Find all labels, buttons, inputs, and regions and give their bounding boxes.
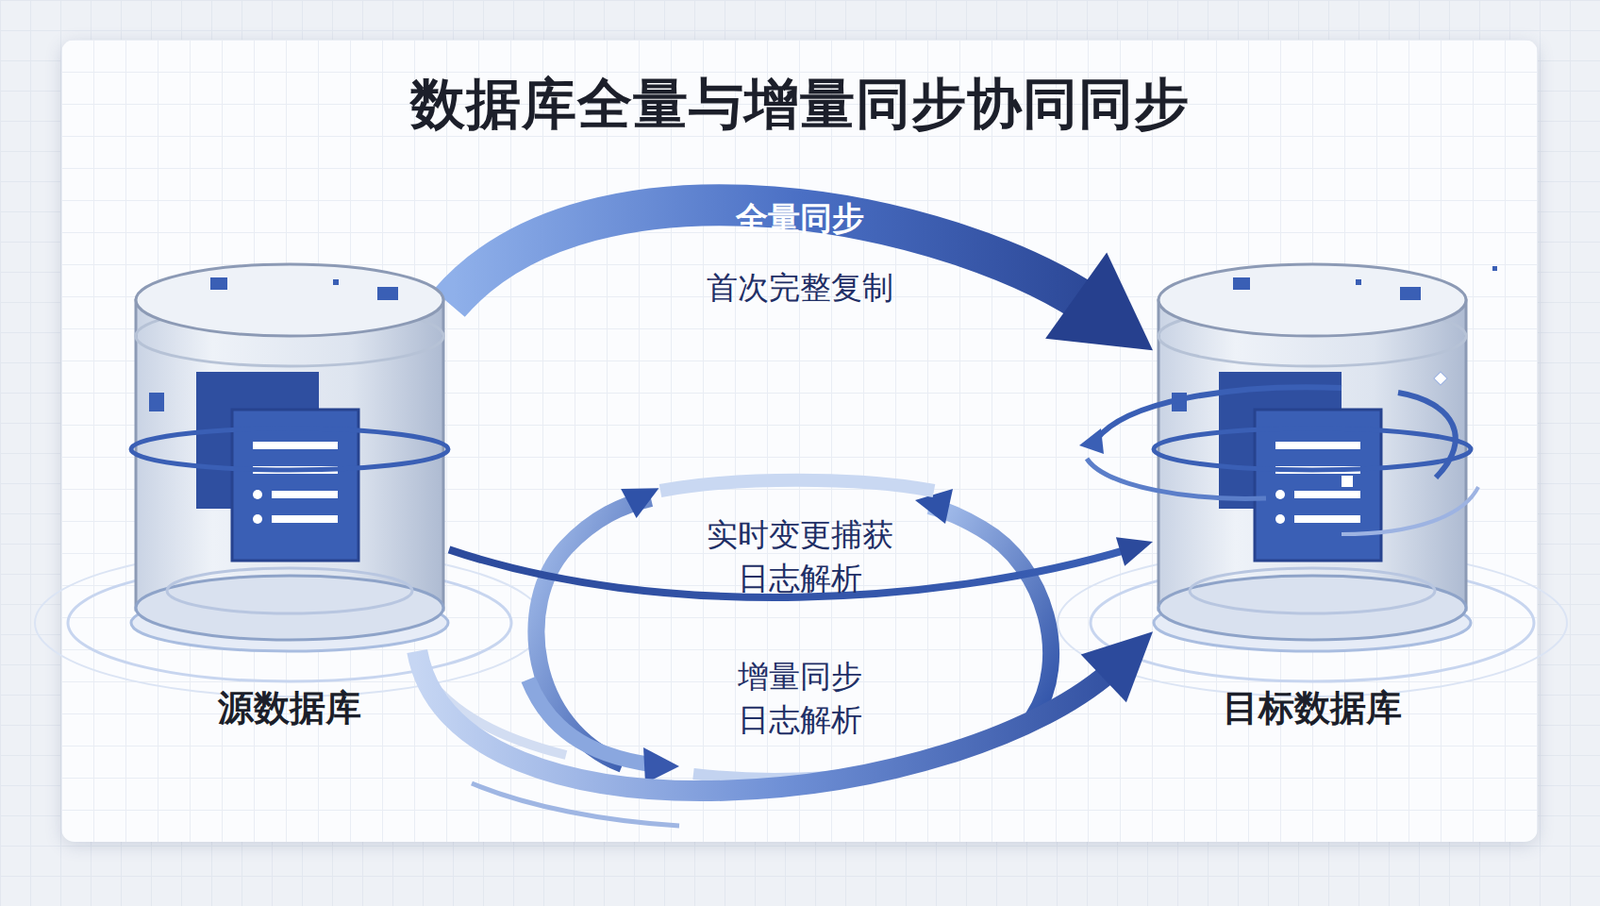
- connector-path: [416, 650, 1118, 791]
- swirl-arc: [1086, 458, 1267, 499]
- swirl-arc: [1341, 486, 1479, 534]
- arrowhead: [1045, 252, 1153, 351]
- cylinder-body: [1158, 300, 1467, 610]
- annotation-text: 首次完整复制: [686, 266, 914, 310]
- sparkle: [1341, 475, 1353, 487]
- document-bullet: [252, 489, 263, 500]
- document-line: [252, 441, 338, 450]
- cylinder-top: [1158, 264, 1467, 336]
- edge-label: 增量同步 日志解析: [686, 654, 914, 742]
- document-line: [271, 490, 338, 499]
- document-bullet: [1275, 514, 1285, 524]
- document-line: [1294, 515, 1361, 523]
- cylinder-bottom: [135, 575, 444, 640]
- loop-arc: [929, 505, 1051, 717]
- cylinder-inner-ring: [1189, 567, 1435, 614]
- top-chip: [210, 277, 228, 290]
- database-node: 源数据库: [130, 260, 450, 651]
- diagram-title: 数据库全量与增量同步协同同步: [0, 67, 1600, 142]
- edge-label: 全量同步: [686, 196, 914, 242]
- sparkle-dot: [1492, 266, 1498, 271]
- sync-ring: [1153, 428, 1471, 470]
- top-chip: [333, 279, 339, 285]
- swirl-arc: [1096, 386, 1342, 440]
- arrowhead: [1116, 536, 1153, 567]
- document-line: [1275, 441, 1361, 450]
- top-chip: [377, 286, 399, 300]
- database-cylinder: [1152, 260, 1472, 651]
- top-chip: [1400, 286, 1421, 300]
- sync-ring: [131, 428, 449, 470]
- document-line: [271, 515, 338, 523]
- loop-arc: [660, 480, 934, 491]
- cylinder-body: [135, 300, 444, 610]
- loop-arrowhead: [620, 483, 663, 519]
- swirl-arrowhead: [1079, 428, 1104, 454]
- document-line: [1294, 490, 1361, 499]
- sparkle: [1433, 371, 1448, 385]
- node-label: 源数据库: [73, 683, 506, 733]
- sync-connector: [416, 631, 1153, 791]
- document-bullet: [1275, 489, 1285, 500]
- cylinder-inner-ring: [166, 567, 413, 614]
- document-icon: [232, 409, 359, 561]
- database-cylinder: [130, 260, 450, 651]
- top-chip: [1233, 277, 1250, 290]
- top-chip: [1355, 279, 1362, 285]
- document-bullet: [252, 514, 263, 524]
- swirl-arc: [1398, 392, 1456, 478]
- node-label: 目标数据库: [1096, 683, 1529, 733]
- database-node: 目标数据库: [1152, 260, 1472, 651]
- cylinder-top: [135, 264, 444, 336]
- document-icon: [1254, 409, 1382, 561]
- arrowhead: [1081, 631, 1153, 702]
- data-chip: [149, 392, 165, 412]
- annotation-text: 实时变更捕获 日志解析: [686, 513, 914, 600]
- loop-arrowhead: [643, 747, 680, 784]
- cylinder-bottom: [1158, 575, 1467, 640]
